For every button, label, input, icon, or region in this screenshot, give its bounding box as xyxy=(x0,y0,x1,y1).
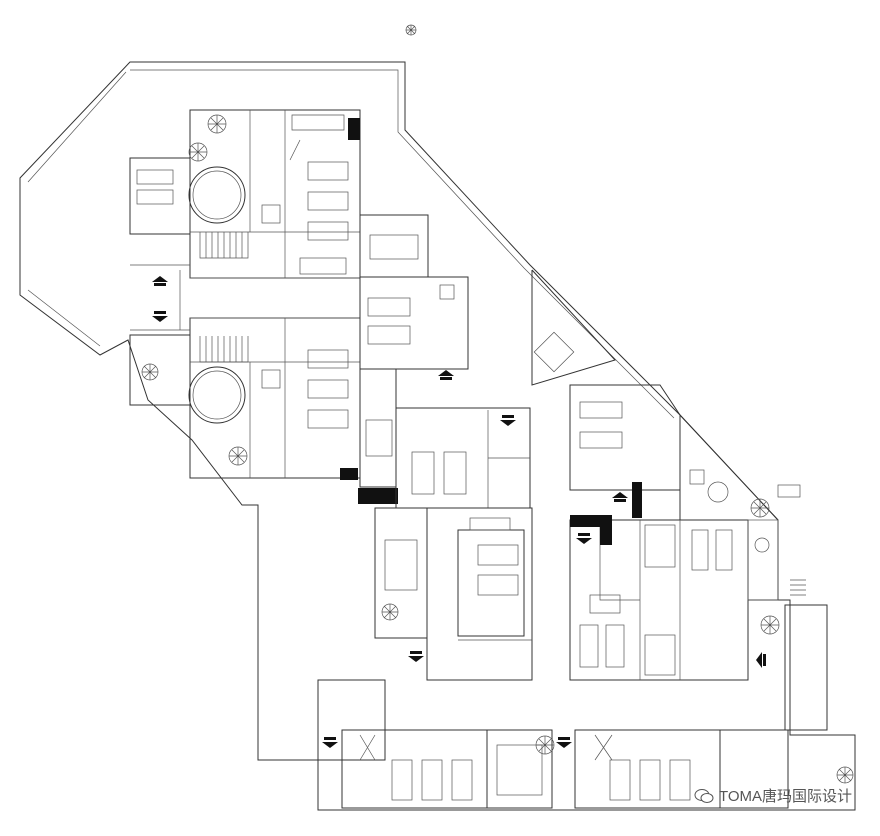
plant-icon xyxy=(207,114,227,134)
watermark-text: TOMA唐玛国际设计 xyxy=(718,788,852,805)
stair-down-arrow-icon xyxy=(322,737,338,748)
center-rooms xyxy=(358,214,531,509)
right-terrace xyxy=(777,484,828,731)
stair-down-arrow-icon xyxy=(576,533,592,544)
right-wing xyxy=(531,269,779,681)
stair-down-arrow-icon xyxy=(152,311,168,322)
stair-up-arrow-icon xyxy=(438,370,454,380)
lower-center-rooms xyxy=(374,507,533,681)
plant-icon xyxy=(228,446,248,466)
watermark: TOMA唐玛国际设计 xyxy=(694,785,852,806)
stair-left-arrow-icon xyxy=(756,652,766,668)
plant-icon xyxy=(188,142,208,162)
north-compass-icon xyxy=(405,24,417,36)
stair-up-arrow-icon xyxy=(612,492,628,502)
stair-down-arrow-icon xyxy=(408,651,424,662)
stair-down-arrow-icon xyxy=(500,415,516,426)
plant-icon xyxy=(141,363,159,381)
bottom-rooms xyxy=(341,729,789,809)
stair-down-arrow-icon xyxy=(556,737,572,748)
lower-wing xyxy=(129,264,361,480)
stair-up-arrow-icon xyxy=(152,276,168,286)
wechat-icon xyxy=(694,788,714,803)
plant-icon xyxy=(836,766,854,784)
plant-icon xyxy=(750,498,770,518)
plant-icon xyxy=(535,735,555,755)
plant-icon xyxy=(381,603,399,621)
plant-icon xyxy=(760,615,780,635)
upper-wing xyxy=(129,109,361,279)
